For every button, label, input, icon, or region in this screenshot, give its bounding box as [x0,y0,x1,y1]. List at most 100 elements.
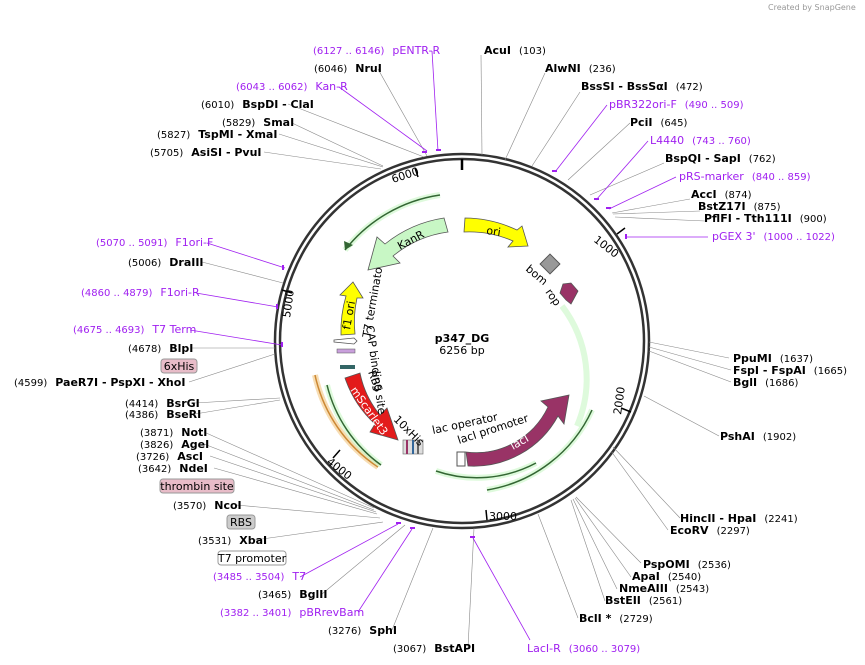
label-kan-r[interactable]: Kan-R [315,80,348,93]
svg-text:(3067)BstAPI: (3067)BstAPI [393,642,475,655]
feature-10xhis[interactable] [402,439,424,455]
svg-text:T7 promoter: T7 promoter [217,552,287,565]
label-ndei[interactable]: NdeI [179,462,208,475]
tick-label-3000: 3000 [489,510,517,523]
label-pgex-3[interactable]: pGEX 3' [712,230,756,243]
label-nmeaiii[interactable]: NmeAIII [619,582,668,595]
label-l4440[interactable]: L4440 [650,134,684,147]
svg-text:PciI(645): PciI(645) [630,116,687,129]
svg-text:(3871)NotI: (3871)NotI [140,426,207,439]
feature-t7-terminator-label: T7 terminator [360,261,386,339]
label-blpi[interactable]: BlpI [169,342,193,355]
label-pcii[interactable]: PciI [630,116,652,129]
label-bsrgi[interactable]: BsrGI [166,397,199,410]
label-smai[interactable]: SmaI [263,116,294,129]
label-t7-term[interactable]: T7 Term [151,323,196,336]
feature-rop[interactable] [559,282,579,305]
label-acui[interactable]: AcuI [484,44,511,57]
label-ppumi[interactable]: PpuMI [733,352,772,365]
label-asci[interactable]: AscI [177,450,203,463]
label-bstz17i[interactable]: BstZ17I [698,200,746,213]
svg-text:ApaI(2540): ApaI(2540) [632,570,701,583]
feature-t7-terminator[interactable] [333,337,358,345]
arc-direction-top [344,194,441,251]
svg-text:(5006)DraIII: (5006)DraIII [128,256,204,269]
svg-text:PflFI - Tth111I(900): PflFI - Tth111I(900) [704,212,827,225]
label-agei[interactable]: AgeI [181,438,209,451]
primer-markers [276,149,627,538]
tick-label-4000: 4000 [324,455,354,482]
boxed-t7-promoter[interactable]: T7 promoter [217,550,287,566]
svg-text:(5829)SmaI: (5829)SmaI [222,116,294,129]
label-draiii[interactable]: DraIII [169,256,203,269]
feature-ori[interactable] [463,217,529,248]
label-xbai[interactable]: XbaI [239,534,267,547]
feature-laci[interactable] [465,394,570,467]
label-bseri[interactable]: BseRI [166,408,201,421]
svg-text:(4386)BseRI: (4386)BseRI [125,408,201,421]
boxed-6xhis[interactable]: 6xHis [160,358,198,374]
label-pentr-r[interactable]: pENTR-R [392,44,440,57]
label-bglii[interactable]: BglII [299,588,327,601]
feature-kanr[interactable] [367,217,449,271]
label-tspmi[interactable]: TspMI - XmaI [198,128,277,141]
svg-text:AlwNI(236): AlwNI(236) [545,62,616,75]
label-hincii[interactable]: HincII - HpaI [680,512,756,525]
label-laci-r[interactable]: LacI-R [527,642,561,655]
label-bcli[interactable]: BclI * [579,612,612,625]
svg-text:(5070 .. 5091)F1ori-F: (5070 .. 5091)F1ori-F [96,236,213,249]
svg-text:(3531)XbaI: (3531)XbaI [198,534,267,547]
label-bstapi[interactable]: BstAPI [434,642,475,655]
svg-text:pGEX 3'(1000 .. 1022): pGEX 3'(1000 .. 1022) [712,230,835,243]
label-bgli[interactable]: BglI [733,376,757,389]
svg-text:(6043 .. 6062)Kan-R: (6043 .. 6062)Kan-R [236,80,348,93]
boxed-thrombin-site[interactable]: thrombin site [159,478,235,494]
label-ecorv[interactable]: EcoRV [670,524,709,537]
label-noti[interactable]: NotI [181,426,207,439]
label-f1ori-r[interactable]: F1ori-R [160,286,200,299]
label-nrui[interactable]: NruI [355,62,382,75]
label-pspomi[interactable]: PspOMI [643,558,690,571]
label-bspdi[interactable]: BspDI - ClaI [242,98,314,111]
svg-text:(6046)NruI: (6046)NruI [314,62,382,75]
label-sphi[interactable]: SphI [369,624,397,637]
svg-text:(3570)NcoI: (3570)NcoI [173,499,242,512]
label-ncoi[interactable]: NcoI [214,499,241,512]
feature-bom[interactable] [539,253,561,275]
label-prs-marker[interactable]: pRS-marker [679,170,744,183]
label-acci[interactable]: AccI [691,188,717,201]
label-bsteii[interactable]: BstEII [605,594,641,607]
label-fspi[interactable]: FspI - FspAI [733,364,806,377]
label-bspqi[interactable]: BspQI - SapI [665,152,741,165]
feature-rbs-small[interactable] [340,365,355,369]
label-apai[interactable]: ApaI [632,570,660,583]
svg-text:(5705)AsiSI - PvuI: (5705)AsiSI - PvuI [150,146,262,159]
label-xhoi[interactable]: PaeR7I - PspXI - XhoI [55,376,185,389]
feature-mscarlet3[interactable] [344,372,399,441]
label-bsssi[interactable]: BssSI - BssSαI [581,80,668,93]
label-f1ori-f[interactable]: F1ori-F [175,236,213,249]
feature-f1-ori[interactable] [339,281,364,336]
svg-text:(3726)AscI: (3726)AscI [136,450,203,463]
label-pbrrevbam[interactable]: pBRrevBam [299,606,364,619]
svg-text:(3465)BglII: (3465)BglII [258,588,327,601]
backbone-outer [273,152,651,530]
label-alwni[interactable]: AlwNI [545,62,581,75]
feature-f1-ori-label: f1 ori [340,300,358,331]
arc-direction-lower-right [486,409,593,491]
svg-text:HincII - HpaI(2241): HincII - HpaI(2241) [680,512,798,525]
svg-text:(3826)AgeI: (3826)AgeI [140,438,209,451]
label-asisi[interactable]: AsiSI - PvuI [191,146,261,159]
svg-text:(4678)BlpI: (4678)BlpI [128,342,193,355]
feature-lac-operator[interactable] [456,451,466,467]
label-t7[interactable]: T7 [291,570,306,583]
label-pshai[interactable]: PshAI [720,430,755,443]
feature-cap-binding-site[interactable] [336,348,356,354]
boxed-rbs[interactable]: RBS [226,514,256,530]
arc-direction-bottom [435,462,537,479]
snapgene-credit: Created by SnapGene [768,3,856,12]
label-pbr322ori-f[interactable]: pBR322ori-F [609,98,677,111]
label-pflfi[interactable]: PflFI - Tth111I [704,212,792,225]
svg-text:(6127 .. 6146)pENTR-R: (6127 .. 6146)pENTR-R [313,44,440,57]
feature-rop-label: rop [543,286,564,308]
